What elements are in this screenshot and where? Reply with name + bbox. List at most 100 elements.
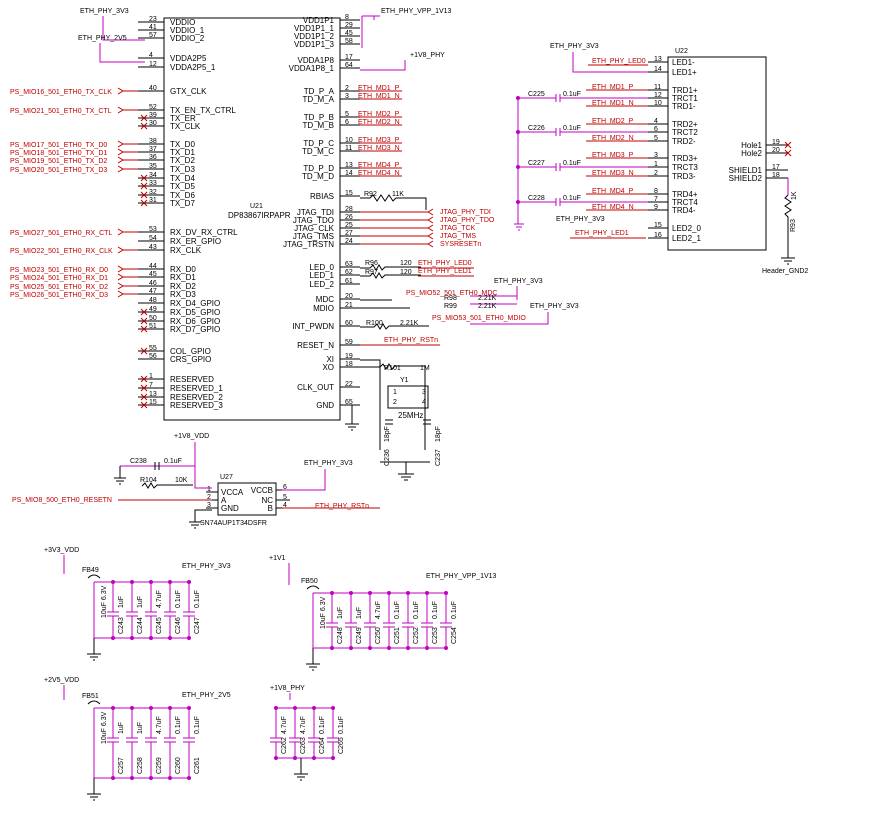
jtag-net-label: SYSRESETn bbox=[440, 241, 481, 248]
u22-pin-name: TRCT3 bbox=[672, 163, 698, 172]
u22-pin-num: 8 bbox=[654, 188, 658, 195]
u21-pin-num: 1 bbox=[149, 373, 153, 380]
r96-ref: R96 bbox=[365, 260, 378, 267]
net-eth-3v3-c: ETH_PHY_3V3 bbox=[530, 303, 579, 310]
cap-ref: C260 bbox=[175, 757, 182, 774]
u21-pin-num: 58 bbox=[345, 38, 353, 45]
u21-pin-num: 30 bbox=[149, 120, 157, 127]
u22-pin-name: TRD1+ bbox=[672, 86, 698, 95]
bulk-cap-val: 10uF 6.3V bbox=[320, 596, 327, 629]
cap-val: 0.1uF bbox=[338, 716, 345, 734]
ferrite-bead-ref: FB51 bbox=[82, 693, 99, 700]
u21-pin-name: TD_M_B bbox=[302, 121, 334, 130]
bulk-cap-val: 10uF 6.3V bbox=[101, 585, 108, 618]
r104-val: 10K bbox=[175, 477, 188, 484]
u21-pin-num: 12 bbox=[149, 61, 157, 68]
u21-pin-num: 55 bbox=[149, 345, 157, 352]
u21-pin-num: 39 bbox=[149, 112, 157, 119]
u22-pin-num: 11 bbox=[654, 84, 661, 91]
u22-pin-num: 14 bbox=[654, 66, 662, 73]
r100-val: 2.21K bbox=[400, 320, 419, 327]
u21-pin-num: 11 bbox=[345, 145, 352, 152]
u21-pin-name: TX_D4 bbox=[170, 174, 195, 183]
u21-pin-num: 43 bbox=[149, 244, 157, 251]
u27-pin-name: A bbox=[221, 496, 227, 505]
u27-pin-name: GND bbox=[221, 504, 239, 513]
u22-pin-name: TRD3- bbox=[672, 172, 696, 181]
u21-pin-name: RESERVED_1 bbox=[170, 384, 223, 393]
u21-pin-name: TX_D2 bbox=[170, 156, 195, 165]
cap-ref: C246 bbox=[175, 617, 182, 634]
md-net-label-u22: ETH_MD2_P bbox=[592, 118, 634, 125]
cap-ref: C259 bbox=[156, 757, 163, 774]
led-network: R96 120 R97 120 ETH_PHY_LED0 ETH_PHY_LED… bbox=[360, 260, 474, 279]
u21-pin-num: 20 bbox=[345, 293, 353, 300]
r93-val: 1K bbox=[791, 191, 798, 200]
jtag-nets: JTAG_PHY_TDIJTAG_PHY_TDOJTAG_TCKJTAG_TMS… bbox=[360, 208, 495, 248]
u21-pin-num: 63 bbox=[345, 261, 353, 268]
u21-pin-num: 34 bbox=[149, 172, 157, 179]
md-nets: ETH_MD1_PETH_MD1_NETH_MD2_PETH_MD2_NETH_… bbox=[358, 84, 648, 211]
u21-pin-num: 21 bbox=[345, 302, 353, 309]
left-net-label: PS_MIO26_501_ETH0_RX_D3 bbox=[10, 292, 108, 299]
cap-val: 0.1uF bbox=[451, 601, 458, 619]
u21-pin-num: 15 bbox=[149, 399, 157, 406]
u22-pin-num: 15 bbox=[654, 222, 662, 229]
u21-pin-num: 46 bbox=[149, 280, 157, 287]
cap-val: 1uF bbox=[356, 607, 363, 619]
u21-gnd-symbol bbox=[344, 404, 359, 431]
cap-val: 1uF bbox=[118, 596, 125, 608]
r99-ref: R99 bbox=[444, 303, 457, 310]
u21-pin-num: 26 bbox=[345, 214, 353, 221]
u21-pin-num: 13 bbox=[345, 162, 353, 169]
u27-pin-name: VCCB bbox=[251, 486, 273, 495]
u21-pin-name: TD_M_C bbox=[302, 147, 334, 156]
u22-pin-num: 16 bbox=[654, 232, 662, 239]
cap-ref: C265 bbox=[338, 737, 345, 754]
u21-pin-name: RX_D0 bbox=[170, 265, 196, 274]
md-net-label: ETH_MD1_N bbox=[358, 93, 400, 100]
supply-label: +1V1 bbox=[269, 555, 286, 562]
u22-pin-name: TRCT4 bbox=[672, 198, 698, 207]
y1-ref: Y1 bbox=[400, 377, 409, 384]
md-net-label-u22: ETH_MD3_N bbox=[592, 170, 634, 177]
u21-pin-name: VDD1P1_2 bbox=[294, 32, 335, 41]
net-eth-3v3-d: ETH_PHY_3V3 bbox=[550, 43, 599, 50]
u21-pin-num: 15 bbox=[345, 190, 353, 197]
u21-body bbox=[163, 17, 341, 421]
u21-pin-num: 7 bbox=[149, 382, 153, 389]
cap-ref: C252 bbox=[413, 627, 420, 644]
u21-pin-num: 25 bbox=[345, 222, 353, 229]
u21-pin-name: RESERVED bbox=[170, 375, 214, 384]
out-label: ETH_PHY_3V3 bbox=[182, 563, 231, 570]
out-label: ETH_PHY_2V5 bbox=[182, 692, 231, 699]
cap-ref: C263 bbox=[300, 737, 307, 754]
u22-pin-name: LED1- bbox=[672, 58, 695, 67]
u21-pin-name: INT_PWDN bbox=[292, 322, 334, 331]
crystal-circuit: R101 1M Y1 25MHz 1 2 3 4 18pF C236 18pF … bbox=[360, 359, 442, 481]
u22-pin-name: LED2_1 bbox=[672, 234, 701, 243]
u21-pin-num: 51 bbox=[149, 323, 157, 330]
cap-ref: C249 bbox=[356, 627, 363, 644]
u21-pin-num: 52 bbox=[149, 104, 157, 111]
md-net-label-u22: ETH_MD4_P bbox=[592, 188, 634, 195]
net-1v8-phy-a: +1V8_PHY bbox=[410, 52, 445, 59]
cap-val: 4.7uF bbox=[375, 601, 382, 619]
u22-gnd-label: Header_GND2 bbox=[762, 268, 808, 275]
u21-pin-name: RESERVED_2 bbox=[170, 393, 223, 402]
cap-val: 0.1uF bbox=[194, 590, 201, 608]
u21-pin-num: 31 bbox=[149, 197, 157, 204]
c236-val: 18pF bbox=[384, 426, 391, 442]
u22-cap-val: 0.1uF bbox=[563, 160, 581, 167]
u22-pin-num: 6 bbox=[654, 126, 658, 133]
cap-val: 1uF bbox=[137, 722, 144, 734]
u21-pin-num: 35 bbox=[149, 163, 157, 170]
u21-pin-name: TX_D1 bbox=[170, 148, 195, 157]
u22-pin-name: TRD2+ bbox=[672, 120, 698, 129]
md-net-label: ETH_MD4_P bbox=[358, 162, 400, 169]
mdio-network: ETH_PHY_3V3 R98 2.21K R99 2.21K PS_MIO52… bbox=[360, 278, 579, 330]
u21-pin-num: 33 bbox=[149, 180, 157, 187]
u21-pin-name: TX_D0 bbox=[170, 140, 195, 149]
